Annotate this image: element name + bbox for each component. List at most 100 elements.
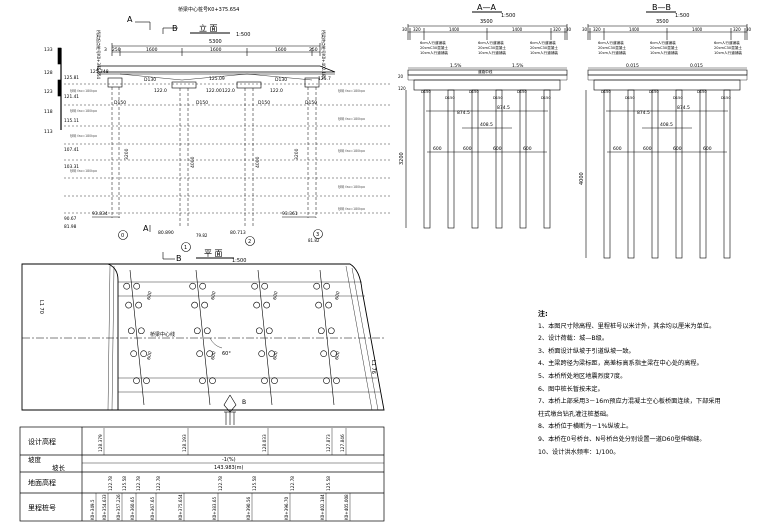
plan-pile-circle [323, 282, 330, 290]
bottom-small-2: 81.82 [308, 238, 320, 243]
aa-small-2: 120 [398, 86, 406, 91]
aa-layer-5: 20cmC30混凝土 [478, 45, 506, 50]
aa-mid-dim-2: 874.5 [497, 105, 510, 111]
elevation-dim-1: 250 [112, 47, 121, 53]
pile-spacing-label: 600 [463, 146, 472, 152]
section-mark-b: B [172, 24, 178, 33]
left-elev-1: 125.81 [64, 75, 79, 81]
bottom-elev-3: 80.713 [230, 230, 246, 236]
pile-length-1: 3200 [124, 148, 130, 160]
note-item-1: 1、本图尺寸除高程、里程桩号以米计外，其余均以厘米为单位。 [538, 322, 716, 330]
row-label-design: 设计高程 [28, 437, 56, 446]
note-item-5: 5、本桥所处地区地震烈度7度。 [538, 372, 627, 380]
design-elev-value: 127.846 [340, 434, 346, 452]
scale-mark-3: 123 [44, 89, 53, 95]
section-pile-label: D150 [649, 90, 659, 94]
plan-dim-right: L1 76 [370, 360, 376, 374]
plan-section-b: B [242, 399, 246, 406]
section-pile [519, 89, 527, 229]
d150-label-1: D150 [114, 100, 126, 106]
pile-spacing-label: 600 [523, 146, 532, 152]
elevation-dim-2: 1600 [146, 47, 158, 53]
pier-number-3: 3 [316, 232, 319, 238]
section-pile [627, 89, 635, 259]
plan-pile-circle [258, 350, 265, 358]
plan-pile-circle [253, 301, 260, 309]
section-pile [423, 89, 431, 229]
bb-slope-left: 0.015 [626, 63, 639, 69]
plan-pile-dim: 600 [334, 351, 341, 361]
left-elev-3: 115.11 [64, 118, 79, 124]
aa-center-label: 道路中线 [478, 69, 493, 74]
plan-pile-circle [261, 377, 268, 385]
ground-elev-value: 122.78 [156, 476, 162, 491]
soil-note-5: 砂砾 fao=180kpa [338, 88, 365, 93]
aa-dim-5: 320 [553, 27, 561, 32]
section-pile [603, 89, 611, 259]
section-pile-label: D150 [697, 90, 707, 94]
section-pile [675, 89, 683, 259]
note-item-10: 9、本桥在0号桥台、N号桥台处分别设置一道D60型伸缩缝。 [538, 435, 706, 443]
section-pile [447, 89, 455, 229]
aa-center-dim: 408.5 [480, 122, 493, 128]
pile-spacing-label: 600 [613, 146, 622, 152]
station-value: K0+405.008 [344, 494, 349, 520]
plan-pile-circle [135, 301, 142, 309]
soil-note-8: 砂砾 fao=180kpa [338, 184, 365, 189]
station-value: K0+375.654 [178, 494, 183, 520]
plan-pile-circle [265, 327, 273, 335]
aa-dim-1: 30 [402, 27, 408, 32]
plan-pile-circle [209, 377, 216, 385]
bb-slope-right: 0.015 [690, 63, 703, 69]
beam-label-2: D130 [275, 77, 287, 83]
plan-pile-circle [199, 282, 206, 290]
scale-mark-5: 113 [44, 129, 53, 135]
section-aa-title: A—A [477, 3, 496, 12]
station-value: K0+390.56 [246, 497, 251, 520]
bottom-elev-1: 93.834 [92, 211, 108, 217]
aa-layer-7: 6cm人行道铺装 [530, 40, 556, 45]
plan-pile-circle [261, 282, 268, 290]
station-value: K0+402.184 [320, 494, 325, 520]
note-item-11: 10、设计洪水频率：1/100。 [538, 448, 620, 456]
bb-mid-dim-2: 874.5 [677, 105, 690, 111]
aa-layer-2: 20cmC30混凝土 [420, 45, 448, 50]
plan-pile-dim: 600 [146, 351, 153, 361]
station-value: K0+396.70 [284, 497, 289, 520]
plan-pile-circle [128, 327, 135, 335]
pile-spacing-label: 600 [493, 146, 502, 152]
elev-level-2: 125.09 [209, 76, 225, 82]
pile-circles [123, 282, 340, 385]
plan-pile-circle [133, 377, 140, 385]
bb-dim-1: 30 [582, 27, 588, 32]
aa-layer-9: 10cm人行道铺装 [530, 50, 558, 55]
note-item-6: 6、图中桩长暂按未定。 [538, 385, 604, 393]
aa-layer-6: 10cm人行道铺装 [478, 50, 506, 55]
elevation-total-dim: 5300 [209, 39, 222, 45]
plan-pile-circle [263, 301, 270, 309]
plan-pile-dim: 600 [146, 291, 153, 301]
section-pile [723, 89, 731, 259]
plan-pile-circle [201, 301, 208, 309]
design-elev-value: 128.193 [182, 434, 188, 452]
plan-pile-circle [325, 301, 332, 309]
bb-dim-4: 1400 [692, 27, 703, 32]
elevation-scale: 1:500 [236, 32, 250, 38]
pier-value-3: 122.0 [222, 88, 235, 94]
bottom-elev-2: 80.890 [158, 230, 174, 236]
plan-pile-circle [333, 377, 340, 385]
d150-label-3: D150 [258, 100, 270, 106]
station-value: K0+357.226 [116, 494, 121, 520]
left-elev-5: 103.31 [64, 164, 79, 170]
elevation-dim-small: 3 [104, 47, 107, 53]
elev-level-1: 125.748 [90, 69, 109, 75]
beam-label-1: D130 [144, 77, 156, 83]
pile-spacing-label: 600 [643, 146, 652, 152]
plan-pile-circle [330, 350, 337, 358]
section-pile-label: D150 [445, 96, 455, 100]
row-label-ground: 地面高程 [28, 478, 56, 487]
section-pile-label: D150 [673, 96, 683, 100]
